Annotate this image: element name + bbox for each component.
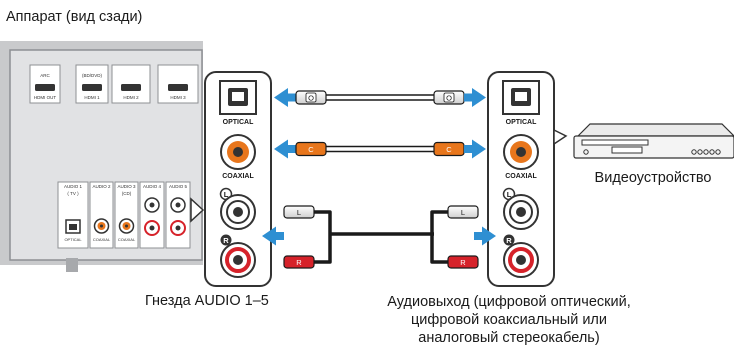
arrow-icon — [464, 88, 486, 107]
audio-group-label: AUDIO 3 — [117, 184, 136, 189]
hdmi-port: HDMI 3 — [157, 64, 199, 104]
audio-group-frame — [57, 181, 89, 249]
arrow-icon — [274, 139, 296, 159]
arrow-icon — [262, 226, 284, 246]
hdmi-port-bottom-label: HDMI 2 — [123, 95, 139, 100]
optical-cable: O O — [274, 88, 486, 107]
audio-group-jack-label: COAXIAL — [93, 237, 111, 242]
audio-group-frame — [139, 181, 165, 249]
arrow-icon — [474, 226, 496, 246]
device-callout-marker — [553, 128, 568, 146]
device-right-marker — [503, 234, 515, 246]
hdmi-port-bottom-label: HDMI OUT — [34, 95, 56, 100]
cable-plug: C — [295, 141, 327, 157]
cable-plug: O — [295, 90, 327, 105]
audio-group-sub-label: (CD) — [122, 191, 132, 196]
audio-input-group: AUDIO 1 ( TV ) OPTICAL — [57, 181, 89, 249]
rear-panel-title: Аппарат (вид сзади) — [6, 9, 142, 25]
device-coaxial-label: COAXIAL — [505, 173, 537, 180]
device-analog-left-jack — [503, 194, 539, 230]
receiver-optical-jack — [219, 80, 257, 115]
receiver-coaxial-label: COAXIAL — [222, 173, 254, 180]
audio-group-label: AUDIO 2 — [92, 184, 111, 189]
hdmi-port: (BD/DVD) HDMI 1 — [75, 64, 109, 104]
device-optical-label: OPTICAL — [506, 119, 537, 126]
output-caption-line: Аудиовыход (цифровой оптический, — [387, 294, 630, 310]
audio-group-frame — [165, 181, 191, 249]
hdmi-port: ARC HDMI OUT — [29, 64, 61, 104]
plug-letter: L — [297, 208, 301, 217]
plug-letter: R — [460, 258, 466, 267]
audio-group-jack-label: OPTICAL — [64, 237, 82, 242]
cable-plug: C — [433, 141, 465, 157]
cable-plug: R — [447, 255, 479, 269]
hdmi-socket — [168, 84, 188, 91]
cable-plug: R — [283, 255, 315, 269]
plug-letter: L — [461, 208, 465, 217]
hdmi-socket — [82, 84, 102, 91]
receiver-jack-panel: OPTICAL COAXIAL L R — [204, 71, 272, 287]
device-coaxial-jack — [503, 134, 539, 170]
device-caption: Видеоустройство — [595, 170, 712, 186]
hdmi-socket — [35, 84, 55, 91]
hdmi-port-top-label: (BD/DVD) — [82, 73, 103, 78]
hdmi-port: HDMI 2 — [111, 64, 151, 104]
plug-letter: O — [308, 94, 314, 103]
receiver-analog-left-jack — [220, 194, 256, 230]
output-caption-line: цифровой коаксиальный или — [411, 312, 607, 328]
cable-plug: O — [433, 90, 465, 105]
device-analog-right-jack — [503, 242, 539, 278]
device-right-letter: R — [506, 236, 512, 245]
audio-group-label: AUDIO 4 — [143, 184, 162, 189]
audio-group-sub-label: ( TV ) — [67, 191, 79, 196]
audio-group-label: AUDIO 1 — [64, 184, 83, 189]
arrow-icon — [274, 88, 296, 107]
plug-letter: C — [308, 145, 314, 154]
cable-plug: L — [447, 205, 479, 219]
coaxial-cable: C C — [274, 139, 486, 159]
audio-input-group: AUDIO 3 (CD) COAXIAL — [114, 181, 139, 249]
audio-group-frame — [89, 181, 114, 249]
receiver-left-letter: L — [224, 190, 229, 199]
receiver-optical-label: OPTICAL — [223, 119, 254, 126]
zoom-callout-marker — [190, 197, 205, 223]
hdmi-socket — [121, 84, 141, 91]
cable-plug: L — [283, 205, 315, 219]
audio-group-label: AUDIO 5 — [169, 184, 188, 189]
audio-input-group: AUDIO 4 — [139, 181, 165, 249]
stereo-cable: L R L R — [262, 205, 496, 269]
hdmi-port-bottom-label: HDMI 1 — [84, 95, 100, 100]
receiver-right-letter: R — [223, 236, 229, 245]
cable-wire — [314, 210, 448, 264]
device-jack-panel: OPTICAL COAXIAL L R — [487, 71, 555, 287]
receiver-right-marker — [220, 234, 232, 246]
plug-letter: O — [446, 94, 452, 103]
output-caption-line: аналоговый стереокабель) — [418, 330, 599, 346]
receiver-bottom-foot — [66, 258, 78, 272]
jacks-caption: Гнезда AUDIO 1–5 — [145, 293, 269, 309]
audio-group-jack-label: COAXIAL — [118, 237, 136, 242]
audio-input-group: AUDIO 2 COAXIAL — [89, 181, 114, 249]
arrow-icon — [464, 139, 486, 159]
plug-letter: R — [296, 258, 302, 267]
hdmi-port-bottom-label: HDMI 3 — [170, 95, 186, 100]
audio-input-group: AUDIO 5 — [165, 181, 191, 249]
audio-group-frame — [114, 181, 139, 249]
video-device-icon — [573, 123, 734, 159]
receiver-coaxial-jack — [220, 134, 256, 170]
cable-wire — [319, 145, 441, 153]
receiver-analog-right-jack — [220, 242, 256, 278]
hdmi-port-top-label: ARC — [40, 73, 50, 78]
hdmi-port-group: ARC HDMI OUT (BD/DVD) HDMI 1 HDMI 2 H — [29, 64, 199, 104]
receiver-rear-panel: Аппарат (вид сзади) ARC HDMI OUT (BD/DVD… — [0, 9, 203, 272]
device-left-letter: L — [507, 190, 512, 199]
device-optical-jack — [502, 80, 540, 115]
plug-letter: C — [446, 145, 452, 154]
cable-wire — [319, 94, 441, 101]
